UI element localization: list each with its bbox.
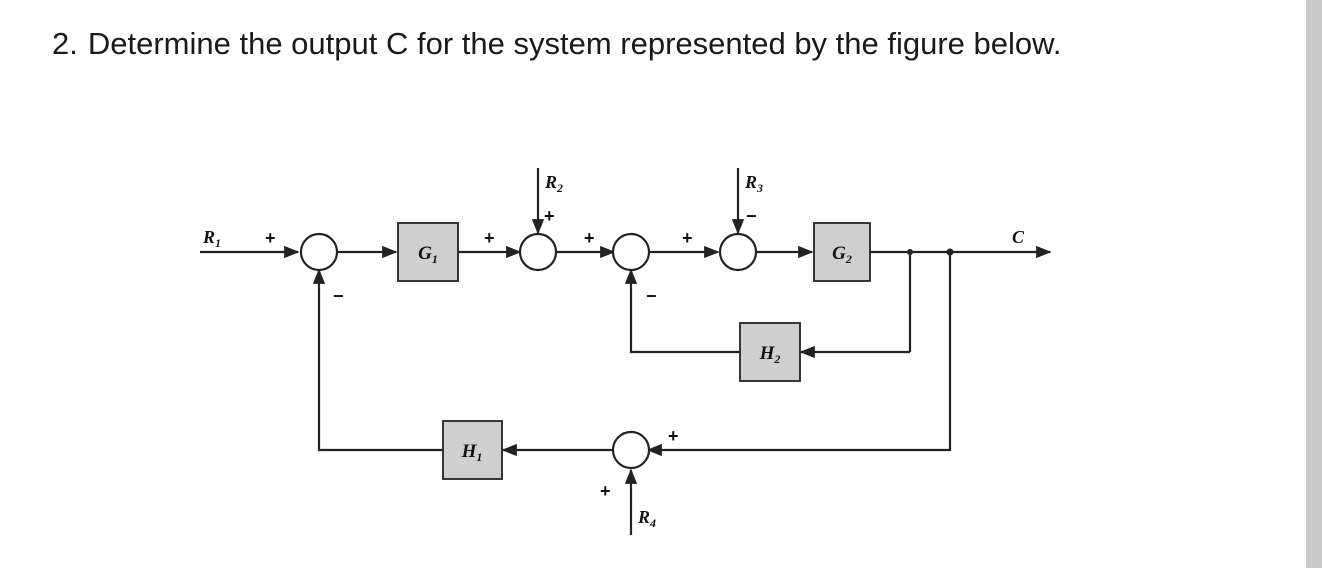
sign-sum3-feedback: − (646, 286, 657, 306)
sign-sum4-r3: − (746, 206, 757, 226)
scrollbar[interactable] (1306, 0, 1322, 568)
sign-sum5-output: + (668, 426, 679, 446)
wire-h2-to-sum3 (624, 268, 739, 354)
summing-junction-1 (299, 232, 339, 272)
summing-junction-5 (611, 430, 651, 470)
summing-junction-2 (518, 232, 558, 272)
label-g2: G2 (832, 243, 852, 266)
label-h2: H2 (759, 343, 781, 366)
wire-outer-pickoff (646, 252, 952, 457)
sign-sum1-feedback: − (333, 286, 344, 306)
sign-sum4-input: + (682, 228, 693, 248)
wire-h1-to-sum1 (312, 268, 442, 452)
sign-sum2-input: + (484, 228, 495, 248)
label-r2: R2 (544, 172, 563, 195)
summing-junction-4 (718, 232, 758, 272)
label-h1: H1 (461, 441, 483, 464)
summing-junction-3 (611, 232, 651, 272)
sign-sum2-r2: + (544, 206, 555, 226)
block-h2 (739, 322, 801, 382)
pickoff-point-h2 (907, 249, 913, 255)
question-number: 2. (52, 26, 78, 61)
question-body: Determine the output C for the system re… (87, 26, 1062, 61)
block-h1 (442, 420, 503, 480)
label-r4: R4 (637, 507, 656, 530)
block-g1 (397, 222, 459, 282)
question-text: 2. Determine the output C for the system … (52, 26, 1061, 62)
sign-sum3-input: + (584, 228, 595, 248)
label-g1: G1 (418, 243, 438, 266)
label-r1: R1 (202, 227, 221, 250)
block-g2 (813, 222, 871, 282)
label-r3: R3 (744, 172, 763, 195)
sign-sum1-input: + (265, 228, 276, 248)
label-output-c: C (1012, 227, 1025, 247)
pickoff-point-output (946, 248, 954, 256)
sign-sum5-r4: + (600, 481, 611, 501)
